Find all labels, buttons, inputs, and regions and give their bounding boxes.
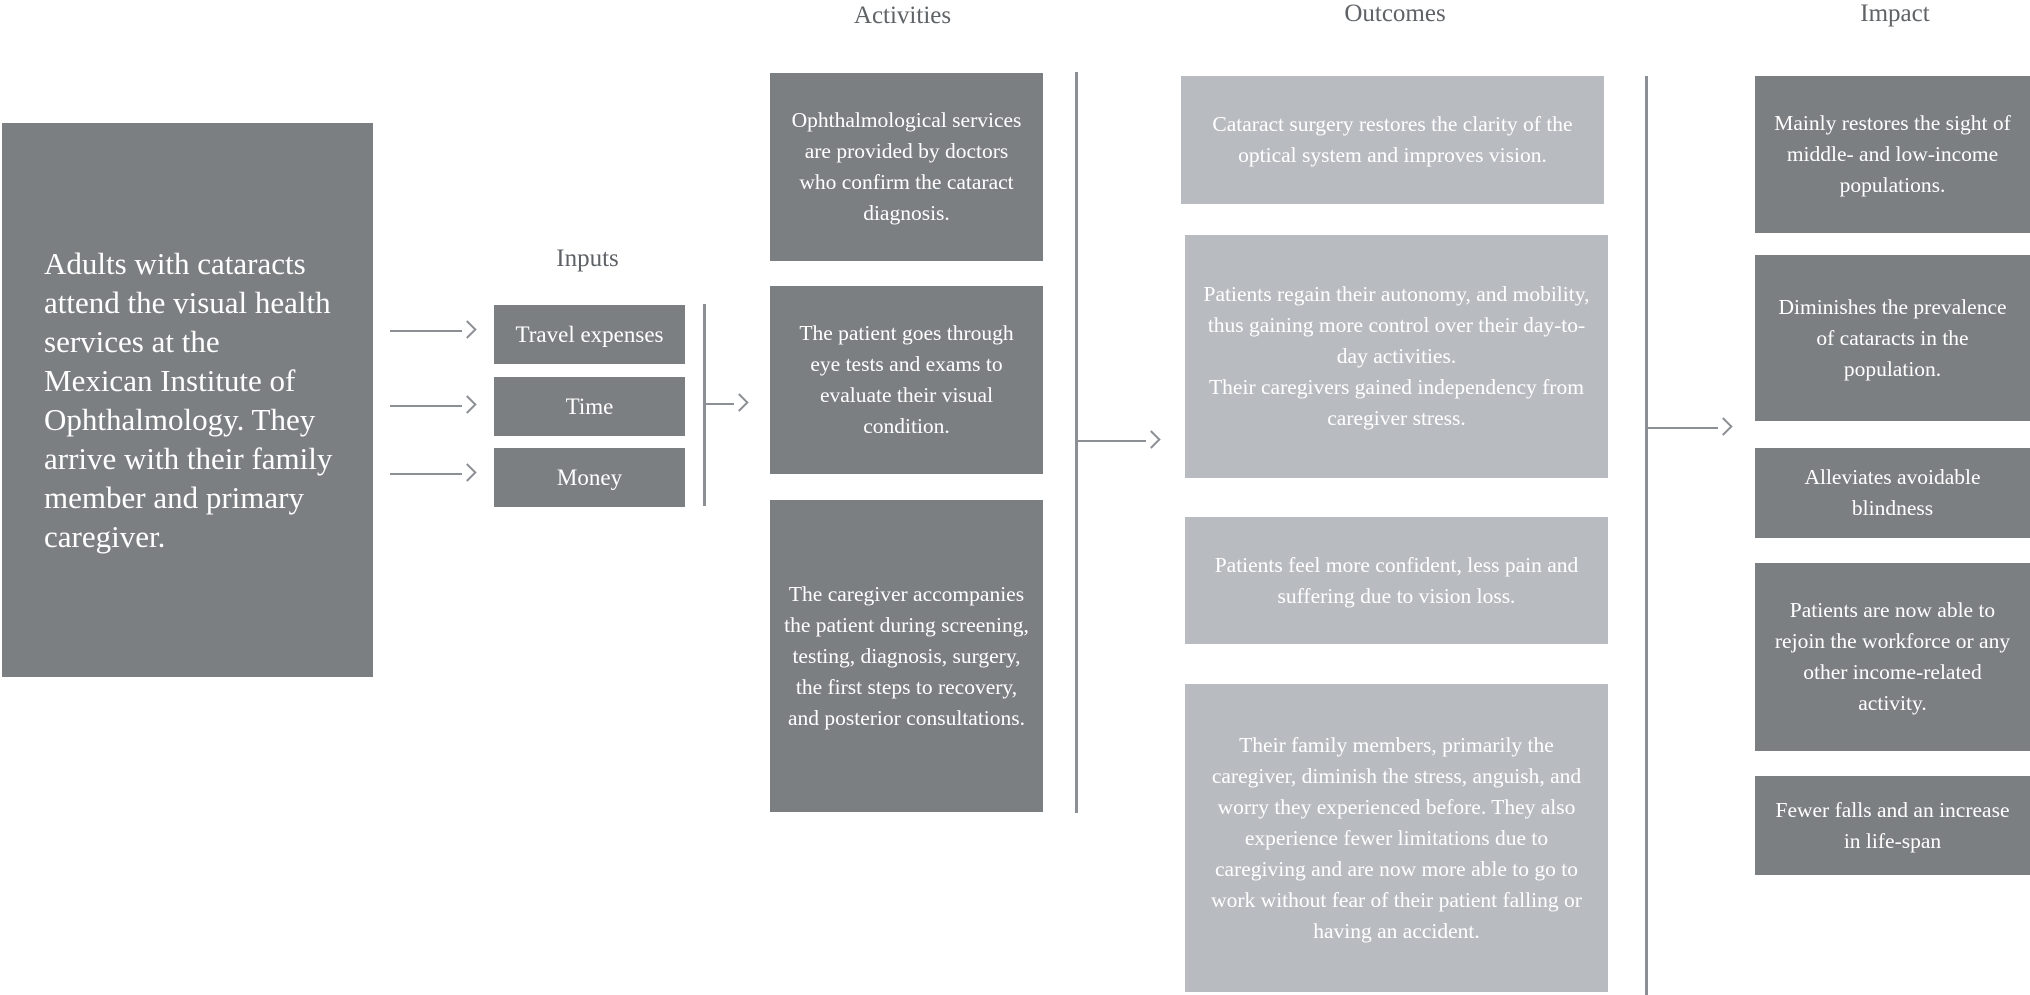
target-population-box: Adults with cataracts attend the visual …: [2, 123, 373, 677]
impact-box-1: Mainly restores the sight of middle- and…: [1755, 76, 2030, 233]
arrow-outcomes-to-impact: [1648, 416, 1730, 440]
impact-box-2: Diminishes the prevalence of cataracts i…: [1755, 255, 2030, 421]
outcome-box-1: Cataract surgery restores the clarity of…: [1181, 76, 1604, 204]
impact-box-5: Fewer falls and an increase in life-span: [1755, 776, 2030, 875]
outcomes-bracket-line: [1645, 76, 1648, 995]
arrow-activities-to-outcomes: [1078, 429, 1158, 453]
outcome-box-4: Their family members, primarily the care…: [1185, 684, 1608, 992]
activity-text: Ophthalmological services are provided b…: [791, 108, 1022, 225]
input-label: Time: [565, 394, 614, 419]
activity-box-1: Ophthalmological services are provided b…: [770, 73, 1043, 261]
outcome-text: Patients feel more confident, less pain …: [1214, 552, 1579, 608]
inputs-heading: Inputs: [556, 245, 619, 272]
impact-heading: Impact: [1860, 0, 1930, 27]
impact-box-4: Patients are now able to rejoin the work…: [1755, 563, 2030, 751]
outcome-text: Their family members, primarily the care…: [1211, 732, 1582, 943]
activities-heading: Activities: [853, 2, 952, 29]
outcome-text: Patients regain their autonomy, and mobi…: [1203, 282, 1590, 430]
outcomes-heading: Outcomes: [1344, 0, 1446, 27]
outcome-text: Cataract surgery restores the clarity of…: [1212, 112, 1573, 167]
impact-text: Patients are now able to rejoin the work…: [1774, 598, 2011, 715]
activity-box-3: The caregiver accompanies the patient du…: [770, 500, 1043, 812]
impact-text: Mainly restores the sight of middle- and…: [1774, 111, 2011, 197]
input-time: Time: [494, 377, 685, 436]
input-travel-expenses: Travel expenses: [494, 305, 685, 364]
input-label: Travel expenses: [515, 322, 664, 347]
activity-text: The caregiver accompanies the patient du…: [784, 581, 1029, 730]
inputs-bracket-line: [703, 304, 706, 506]
arrow-to-money: [390, 462, 474, 486]
impact-text: Alleviates avoidable blindness: [1804, 465, 1981, 520]
arrow-inputs-to-activities: [706, 392, 746, 416]
arrow-to-time: [390, 394, 474, 418]
target-population-text: Adults with cataracts attend the visual …: [44, 246, 333, 554]
impact-box-3: Alleviates avoidable blindness: [1755, 448, 2030, 538]
input-money: Money: [494, 448, 685, 507]
impact-text: Diminishes the prevalence of cataracts i…: [1778, 294, 2007, 381]
impact-text: Fewer falls and an increase in life-span: [1775, 797, 2010, 853]
activity-text: The patient goes through eye tests and e…: [799, 321, 1014, 438]
input-label: Money: [556, 465, 623, 490]
outcome-box-2: Patients regain their autonomy, and mobi…: [1185, 235, 1608, 478]
activity-box-2: The patient goes through eye tests and e…: [770, 286, 1043, 474]
arrow-to-travel-expenses: [390, 319, 474, 343]
activities-bracket-line: [1075, 72, 1078, 813]
outcome-box-3: Patients feel more confident, less pain …: [1185, 517, 1608, 644]
